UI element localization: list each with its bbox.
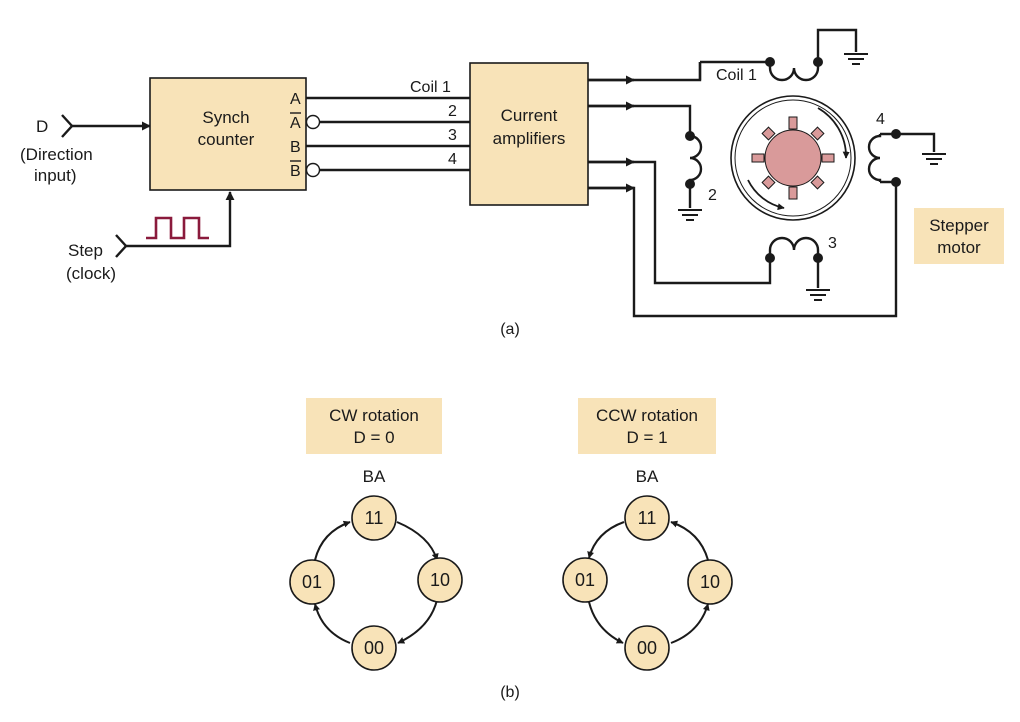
amp-out-coil1: [588, 62, 702, 82]
stepper-motor-tag: [914, 208, 1004, 264]
coil4-leads: [880, 132, 896, 184]
cw-state-00: [351, 625, 397, 671]
amp-out-coil4: [588, 182, 898, 318]
caption-a: (a): [500, 321, 520, 338]
pin-b-bar-label: B: [290, 163, 301, 180]
ccw-state-00-label: 00: [637, 638, 657, 658]
stepper-motor-tag-line2: motor: [937, 238, 981, 257]
coil2-winding: [688, 134, 703, 184]
coil4-winding: [867, 134, 882, 182]
ccw-state-00: [624, 625, 670, 671]
ccw-state-10: [687, 559, 733, 605]
rotation-arrow-top: [817, 107, 850, 159]
ground-icon: [806, 289, 830, 301]
synch-counter-label-line1: Synch: [202, 108, 249, 127]
coil1-winding: [700, 60, 820, 82]
ccw-arrow-10-to-11: [670, 520, 709, 561]
ground-icon: [922, 153, 946, 165]
d-input-label: D: [36, 117, 48, 136]
cw-title-tag: [306, 398, 442, 454]
ccw-title-line2: D = 1: [626, 428, 667, 447]
cw-arrow-00-to-01: [313, 603, 351, 644]
cw-arrow-11-to-10: [396, 521, 439, 561]
step-input-label: Step: [68, 241, 103, 260]
motor-coil3-label: 3: [828, 235, 837, 252]
stepper-motor-tag-line1: Stepper: [929, 216, 989, 235]
pin-b-label: B: [290, 139, 301, 156]
motor-coil2-label: 2: [708, 187, 717, 204]
motor-coil1-label: Coil 1: [716, 67, 757, 84]
current-amplifiers-block: [469, 62, 589, 206]
ccw-arrow-11-to-01: [587, 521, 625, 559]
coil2-line-label: 2: [448, 103, 457, 120]
cw-arrow-10-to-00: [397, 599, 438, 644]
ccw-state-01-label: 01: [575, 570, 595, 590]
coil3-line-label: 3: [448, 127, 457, 144]
coil3-winding: [768, 236, 820, 258]
ccw-title-tag: [578, 398, 716, 454]
pin-a-bar-label: A: [290, 115, 301, 132]
ccw-title-line1: CCW rotation: [596, 406, 698, 425]
synch-counter-block: [149, 77, 307, 191]
ccw-state-11: [624, 495, 670, 541]
coil1-line-label: Coil 1: [410, 79, 451, 96]
ccw-state-01: [562, 557, 608, 603]
cw-state-11: [351, 495, 397, 541]
pin-b-bar-inverter: [305, 162, 321, 178]
step-input-desc: (clock): [66, 264, 116, 283]
ccw-state-10-label: 10: [700, 572, 720, 592]
cw-state-01: [289, 559, 335, 605]
synch-counter-label-line2: counter: [198, 130, 255, 149]
coil4-ground-lead: [896, 132, 936, 152]
ccw-state-11-label: 11: [638, 508, 657, 528]
cw-arrow-01-to-11: [314, 520, 351, 561]
cw-state-10-label: 10: [430, 570, 450, 590]
ground-icon: [844, 53, 868, 65]
cw-state-11-label: 11: [365, 508, 384, 528]
amp-out-coil2: [588, 104, 692, 136]
caption-b: (b): [500, 684, 520, 701]
pin-a-bar-inverter: [305, 114, 321, 130]
motor-stator-inner: [734, 99, 852, 217]
coil3-node-left: [765, 253, 775, 263]
current-amplifiers-label-line2: amplifiers: [493, 129, 566, 148]
coil4-line-label: 4: [448, 151, 457, 168]
coil1-node-left: [765, 57, 775, 67]
ccw-arrow-01-to-00: [588, 601, 624, 644]
motor-rotor: [764, 129, 822, 187]
cw-state-10: [417, 557, 463, 603]
pin-a-label: A: [290, 91, 301, 108]
cw-title-line1: CW rotation: [329, 406, 419, 425]
rotation-arrow-bottom: [747, 179, 785, 211]
rotor-teeth: [751, 116, 835, 200]
cw-state-01-label: 01: [302, 572, 322, 592]
motor-coil4-label: 4: [876, 111, 885, 128]
clock-pulse-icon: [146, 216, 209, 240]
d-input-terminal: [61, 114, 74, 138]
cw-state-00-label: 00: [364, 638, 384, 658]
step-input-terminal: [115, 234, 128, 258]
coil2-node-top: [685, 131, 695, 141]
ccw-arrow-00-to-10: [670, 603, 710, 644]
cw-ba-label: BA: [363, 467, 386, 486]
coil4-node-bottom: [891, 177, 901, 187]
ground-icon: [678, 209, 702, 221]
step-input-wire: [126, 191, 235, 248]
coil1-ground-lead: [816, 28, 858, 62]
cw-title-line2: D = 0: [353, 428, 394, 447]
d-input-desc-line2: input): [34, 166, 77, 185]
d-input-desc-line1: (Direction: [20, 145, 93, 164]
ccw-ba-label: BA: [636, 467, 659, 486]
current-amplifiers-label-line1: Current: [501, 106, 558, 125]
